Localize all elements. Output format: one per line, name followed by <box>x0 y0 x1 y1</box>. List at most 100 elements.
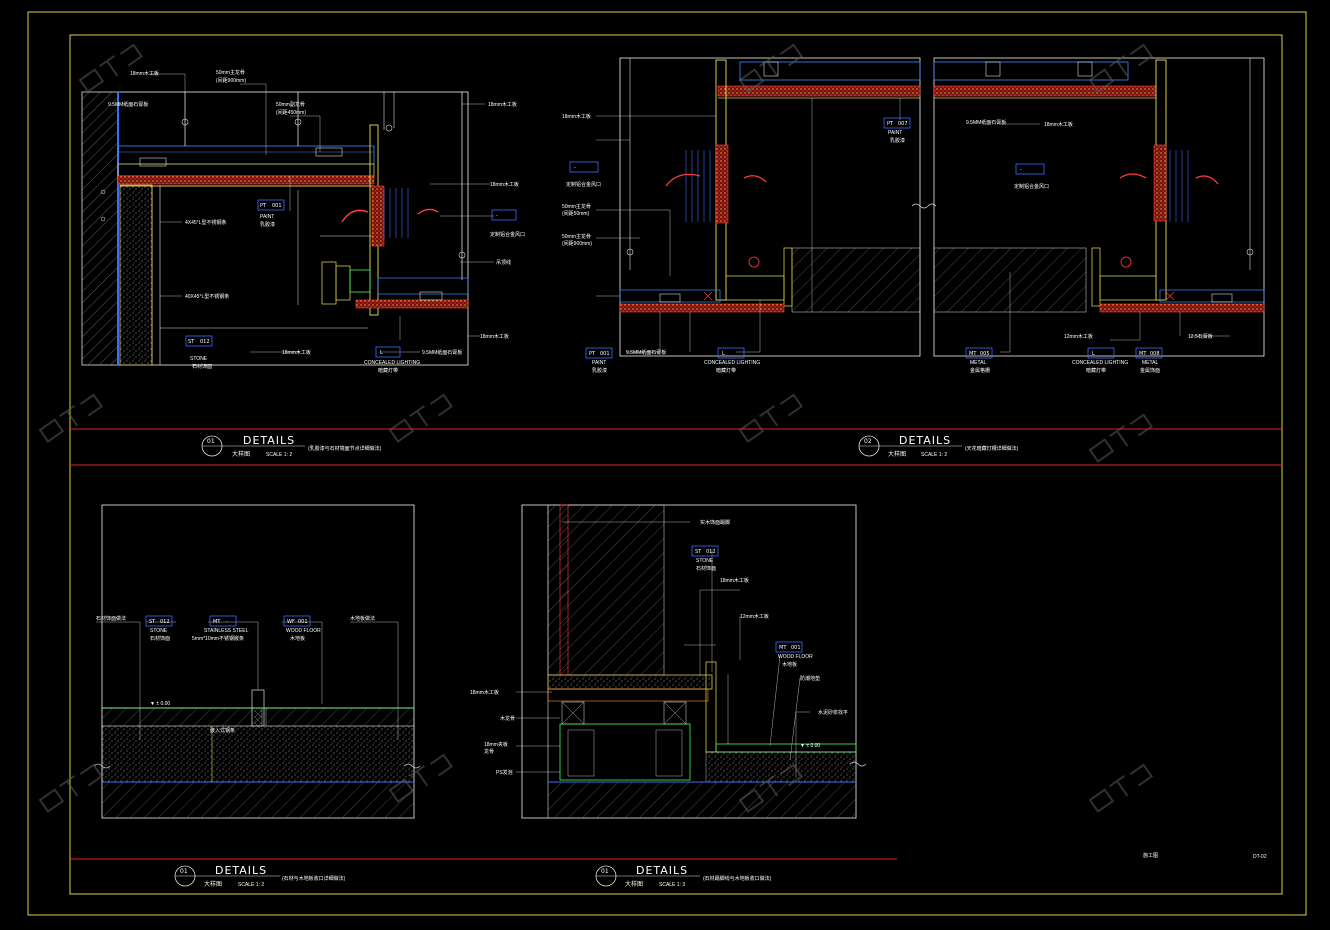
d2-tag-diff-code-a: - <box>574 165 576 171</box>
title-1-heading: DETAILS <box>243 434 295 447</box>
d3-note-2: 木地板做法 <box>350 615 375 622</box>
sheet-code: DT-02 <box>1253 854 1267 860</box>
d2-note-0: 18mm木工板 <box>562 113 591 120</box>
title-detail-2: 02 DETAILS 大样图 SCALE 1: 2 (天花暗藏灯槽详细做法) <box>858 434 1019 458</box>
d4-note-5b: 龙骨 <box>484 748 494 755</box>
d2-tag-pt007-en: PAINT <box>888 130 902 136</box>
d1-note-7: 18mm木工板 <box>490 181 519 188</box>
d2-tag-pt001-en: PAINT <box>592 360 606 366</box>
d4-tag-mt-num: 001 <box>791 645 801 651</box>
d2-note-5: 9.5MM纸面石膏板 <box>626 349 666 356</box>
d1-note-8: 4X45°L型不锈钢条 <box>185 219 226 226</box>
d2-note-6: 9.5MM纸面石膏板 <box>966 119 1006 126</box>
d4-note-1: 18mm木工板 <box>720 577 749 584</box>
d2-tag-l-cn-b: 暗藏灯带 <box>1086 367 1106 374</box>
d2-tag-l-code-a: L <box>722 351 725 357</box>
detail-3-labels: 石材饰面做法 嵌入式钢条 木地板做法 ST 012 STONE 石材饰面 MT … <box>96 615 375 734</box>
d1-note-11: 9.5MM纸面石膏板 <box>422 349 462 356</box>
d2-tag-pt001-cn: 乳胶漆 <box>592 367 607 374</box>
title-1-note: (乳胶漆与石材墙面节点详细做法) <box>308 445 382 452</box>
d1-note-10: 18mm木工板 <box>480 333 509 340</box>
title-4-note: (石材踢脚线与木地板收口做法) <box>703 875 772 882</box>
d4-tag-mt-code: MT <box>779 645 787 651</box>
title-4-name: 大样图 <box>625 880 643 888</box>
d2-tag-pt001-code: PT <box>589 351 596 357</box>
d1-tag-st-code: ST <box>188 339 195 345</box>
d2-tag-pt007-code: PT <box>887 121 894 127</box>
d1-tag-l-en: CONCEALED LIGHTING <box>364 360 420 366</box>
d2-tag-diff-cn-b: 定制铝合金风口 <box>1014 183 1049 190</box>
d2-tag-mt008-cn: 金属饰面 <box>1140 367 1160 374</box>
d4-note-7: 防潮地垫 <box>800 675 820 682</box>
d2-tag-mt008-num: 008 <box>1150 351 1160 357</box>
d4-tag-st-en: STONE <box>696 558 714 564</box>
d3-tag-st-en: STONE <box>150 628 168 634</box>
d2-tag-mt005-code: MT <box>969 351 977 357</box>
title-1-num: 01 <box>207 438 215 445</box>
d3-tag-wf-code: WF <box>287 619 295 625</box>
d2-tag-pt007-num: 007 <box>898 121 908 127</box>
d4-note-6: PS发泡 <box>496 769 513 776</box>
title-1-name: 大样图 <box>232 450 250 458</box>
d4-tag-mt-en: WOOD FLOOR <box>778 654 813 660</box>
d1-tag-diff-cn: 定制铝合金风口 <box>490 231 525 238</box>
d2-tag-mt008-en: METAL <box>1142 360 1159 366</box>
d2-tag-l-cn-a: 暗藏灯带 <box>716 367 736 374</box>
d1-note-13: 吊顶线 <box>496 259 511 266</box>
d1-note-0: 18mm木工板 <box>130 70 159 77</box>
d4-note-3: 18mm木工板 <box>470 689 499 696</box>
d4-note-0: 实木饰面踢脚 <box>700 519 730 526</box>
d3-tag-st-cn: 石材饰面 <box>150 635 170 642</box>
d3-note-0: 石材饰面做法 <box>96 615 126 622</box>
d4-level: ▼ ± 0.00 <box>800 743 820 749</box>
detail-4-drawing: ▼ ± 0.00 <box>516 504 867 819</box>
d1-note-3: 9.5MM纸面石膏板 <box>108 101 148 108</box>
title-2-note: (天花暗藏灯槽详细做法) <box>965 445 1019 452</box>
d2-note-2: (间距50mm) <box>562 210 590 217</box>
d3-tag-mt-en: STAINLESS STEEL <box>204 628 249 634</box>
title-1-scale: SCALE 1: 2 <box>266 452 292 458</box>
d1-note-9: 40X45°L型不锈钢条 <box>185 293 229 300</box>
d2-tag-mt008-code: MT <box>1139 351 1147 357</box>
d4-tag-mt-cn: 木地板 <box>782 661 797 668</box>
d1-note-12: 18mm木工板 <box>282 349 311 356</box>
d1-tag-st-en: STONE <box>190 356 208 362</box>
title-detail-4: 01 DETAILS 大样图 SCALE 1: 3 (石材踢脚线与木地板收口做法… <box>595 864 772 888</box>
d2-tag-pt001-num: 001 <box>600 351 610 357</box>
title-2-num: 02 <box>864 438 872 445</box>
detail-2-drawing <box>569 57 1265 359</box>
d2-tag-l-code-b: L <box>1092 351 1095 357</box>
d1-note-2: (间距900mm) <box>216 77 246 84</box>
d3-tag-mt-code: MT <box>213 619 221 625</box>
d1-tag-pt-en: PAINT <box>260 214 274 220</box>
d1-tag-l-cn: 暗藏灯带 <box>378 367 398 374</box>
d1-note-6: 18mm木工板 <box>488 101 517 108</box>
d4-tag-st-code: ST <box>695 549 702 555</box>
title-3-name: 大样图 <box>204 880 222 888</box>
detail-3-drawing: ▼ ± 0.00 <box>93 504 421 819</box>
d4-note-4: 木龙骨 <box>500 715 515 722</box>
d3-tag-st-code: ST <box>149 619 156 625</box>
d2-note-1: 50mm主龙骨 <box>562 203 591 210</box>
d1-tag-pt-num: 001 <box>272 203 282 209</box>
d1-tag-diff-code: - <box>496 213 498 219</box>
d2-tag-mt005-en: METAL <box>970 360 987 366</box>
d1-tag-pt-code: PT <box>260 203 267 209</box>
d2-tag-l-en-b: CONCEALED LIGHTING <box>1072 360 1128 366</box>
d1-note-5: (间距450mm) <box>276 109 306 116</box>
watermark-logo <box>38 43 1153 813</box>
sheet-outer-border <box>27 11 1307 916</box>
d1-tag-st-num: 012 <box>200 339 210 345</box>
d1-tag-pt-cn: 乳胶漆 <box>260 221 275 228</box>
d3-tag-st-num: 012 <box>160 619 170 625</box>
d1-note-4: 50mm副龙骨 <box>276 101 305 108</box>
d4-note-5: 18mm夹板 <box>484 741 508 748</box>
title-3-heading: DETAILS <box>215 864 267 877</box>
d1-tag-l-code: L <box>380 350 383 356</box>
d4-note-8: 水泥砂浆找平 <box>818 709 848 716</box>
d3-tag-mt-num: - <box>226 619 228 625</box>
title-2-heading: DETAILS <box>899 434 951 447</box>
detail-2-labels: 18mm木工板 50mm主龙骨 (间距50mm) 50mm主龙骨 (间距900m… <box>562 113 1213 374</box>
title-3-scale: SCALE 1: 2 <box>238 882 264 888</box>
